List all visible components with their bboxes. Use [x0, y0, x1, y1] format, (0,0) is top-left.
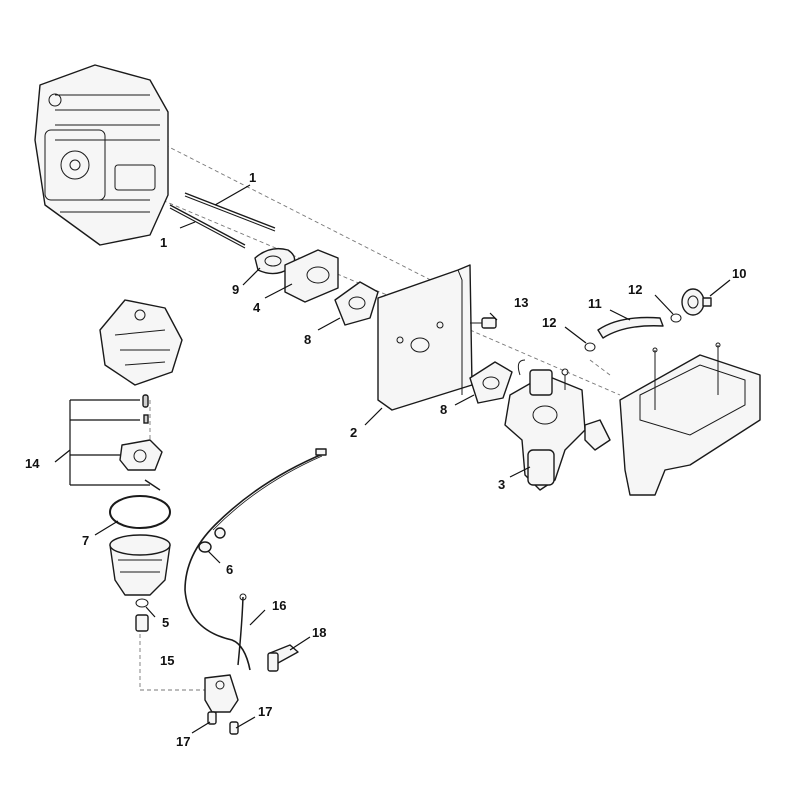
callout-1-lower: 1	[160, 235, 167, 250]
callout-8-upper: 8	[304, 332, 311, 347]
callout-18: 18	[312, 625, 326, 640]
leader-lines	[94, 184, 731, 734]
callout-labels: 1 1 2 3 4 5 6 7 8 8 9 10 11 12 12 13 14 …	[25, 170, 746, 749]
terminal-18	[267, 644, 299, 672]
callout-6: 6	[226, 562, 233, 577]
callout-14: 14	[25, 456, 40, 471]
hose-11	[597, 316, 664, 339]
fuel-solenoid	[204, 674, 239, 713]
wire-16	[237, 593, 247, 666]
throttle-cable	[184, 448, 327, 671]
callout-16: 16	[272, 598, 286, 613]
o-ring-7	[109, 495, 171, 529]
callout-9: 9	[232, 282, 239, 297]
callout-13: 13	[514, 295, 528, 310]
engine-block	[34, 64, 169, 246]
stud-bolts	[169, 192, 276, 249]
callout-11: 11	[588, 296, 602, 311]
callout-3: 3	[498, 477, 505, 492]
grommet-6	[198, 527, 226, 553]
washer-5	[135, 598, 149, 608]
gasket-air-side	[584, 419, 611, 451]
hose-clamp-12-right	[670, 313, 682, 323]
carburetor-detail	[99, 299, 183, 386]
callout-4: 4	[253, 300, 261, 315]
callout-8-lower: 8	[440, 402, 447, 417]
callout-5: 5	[162, 615, 169, 630]
parts-kit-14	[54, 394, 163, 491]
intake-spacer-4	[284, 249, 339, 303]
air-filter-base	[619, 342, 761, 496]
gasket-8-upper	[334, 281, 379, 326]
gasket-8-lower	[469, 361, 513, 404]
breather-valve-10	[681, 288, 712, 316]
carburetor-3	[504, 359, 586, 491]
bolt-13	[470, 317, 497, 329]
callout-7: 7	[82, 533, 89, 548]
callout-10: 10	[732, 266, 746, 281]
screw-17-left	[207, 711, 217, 725]
callout-17-right: 17	[258, 704, 272, 719]
hose-clamp-12-left	[584, 342, 596, 352]
callout-2: 2	[350, 425, 357, 440]
float-bowl	[109, 534, 171, 596]
callout-17-left: 17	[176, 734, 190, 749]
callout-1-upper: 1	[249, 170, 256, 185]
callout-12-lower: 12	[542, 315, 556, 330]
callout-15: 15	[160, 653, 174, 668]
callout-12-upper: 12	[628, 282, 642, 297]
heat-shield-2	[377, 264, 473, 411]
bowl-bolt	[135, 614, 149, 632]
screw-17-right	[229, 721, 239, 735]
